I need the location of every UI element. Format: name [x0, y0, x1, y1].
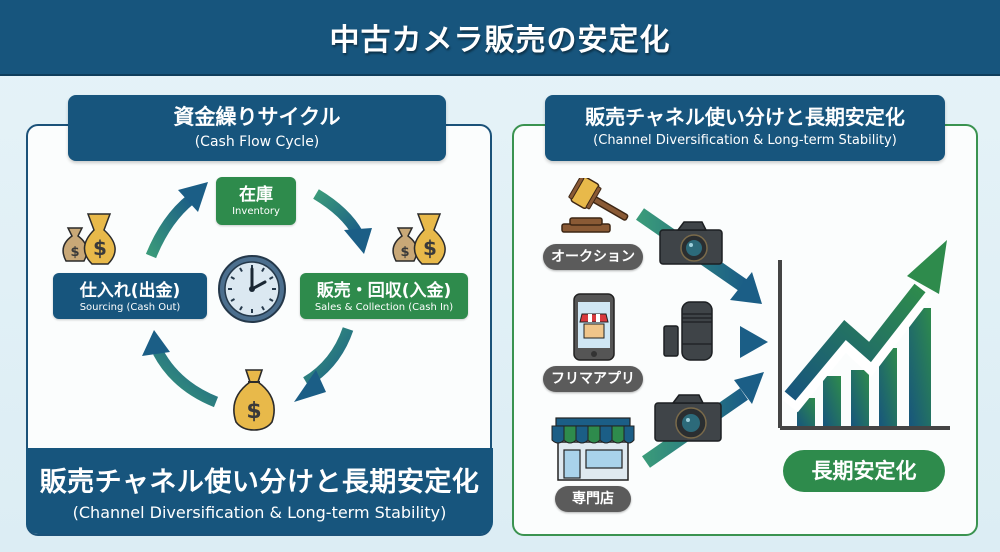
node-sourcing: 仕入れ(出金) Sourcing (Cash Out) — [53, 273, 207, 319]
channel-specialty-store-label: 専門店 — [555, 486, 631, 512]
money-bag-icon: $ — [233, 369, 275, 431]
svg-text:$: $ — [246, 399, 261, 424]
arrowhead — [344, 228, 372, 254]
bar — [851, 370, 869, 426]
arrow-inventory-to-sales — [313, 189, 363, 237]
bar — [823, 376, 841, 426]
node-inventory-jp: 在庫 — [239, 185, 273, 205]
svg-text:$: $ — [93, 236, 107, 260]
arrow-sourcing-to-inventory — [145, 194, 195, 259]
bar — [909, 308, 931, 426]
cash-flow-title: 資金繰りサイクル (Cash Flow Cycle) — [68, 95, 446, 161]
node-sales-en: Sales & Collection (Cash In) — [314, 302, 454, 313]
header-banner: 中古カメラ販売の安定化 — [0, 0, 1000, 76]
channel-auction-label: オークション — [543, 244, 643, 270]
camera-icon — [659, 221, 723, 265]
storefront-icon — [551, 417, 635, 481]
money-bags-icon: $ $ — [62, 213, 116, 265]
result-badge: 長期安定化 — [783, 450, 945, 492]
left-footer-banner: 販売チャネル使い分けと長期安定化 (Channel Diversificatio… — [26, 448, 493, 534]
arrowhead — [740, 326, 768, 358]
growth-chart-icon — [778, 240, 950, 430]
clock-icon — [218, 255, 286, 323]
lens-icon — [663, 301, 713, 361]
money-bags-icon: $ $ — [392, 213, 446, 265]
arrowhead — [730, 272, 762, 304]
smartphone-shop-icon — [573, 293, 615, 361]
channels-title: 販売チャネル使い分けと長期安定化 (Channel Diversificatio… — [545, 95, 945, 161]
channels-title-jp: 販売チャネル使い分けと長期安定化 — [585, 105, 905, 129]
node-sales-jp: 販売・回収(入金) — [316, 281, 452, 301]
arrowhead — [294, 370, 326, 402]
gavel-icon — [561, 178, 629, 233]
node-sourcing-jp: 仕入れ(出金) — [79, 281, 181, 301]
arrowhead — [907, 240, 947, 294]
arrowhead — [734, 372, 764, 404]
cycle-arrows — [142, 182, 372, 408]
node-sales: 販売・回収(入金) Sales & Collection (Cash In) — [300, 273, 468, 319]
svg-text:$: $ — [70, 245, 79, 260]
node-inventory: 在庫 Inventory — [216, 177, 296, 225]
channels-title-en: (Channel Diversification & Long-term Sta… — [593, 133, 897, 148]
page-title: 中古カメラ販売の安定化 — [329, 23, 671, 58]
node-sourcing-en: Sourcing (Cash Out) — [79, 302, 181, 313]
node-inventory-en: Inventory — [232, 206, 280, 217]
bar — [879, 348, 897, 426]
arrow-sales-to-money — [303, 327, 354, 387]
cash-flow-title-en: (Cash Flow Cycle) — [194, 134, 320, 150]
arrowhead — [178, 182, 208, 212]
left-footer-en: (Channel Diversification & Long-term Sta… — [72, 503, 447, 522]
channel-flea-market-label: フリマアプリ — [543, 366, 643, 392]
cash-flow-title-jp: 資金繰りサイクル — [173, 105, 341, 129]
camera-icon — [654, 394, 722, 442]
svg-text:$: $ — [423, 236, 437, 260]
arrowhead — [142, 330, 170, 356]
left-footer-jp: 販売チャネル使い分けと長期安定化 — [39, 467, 480, 498]
svg-text:$: $ — [400, 245, 409, 260]
arrow-money-to-sourcing — [153, 349, 219, 408]
